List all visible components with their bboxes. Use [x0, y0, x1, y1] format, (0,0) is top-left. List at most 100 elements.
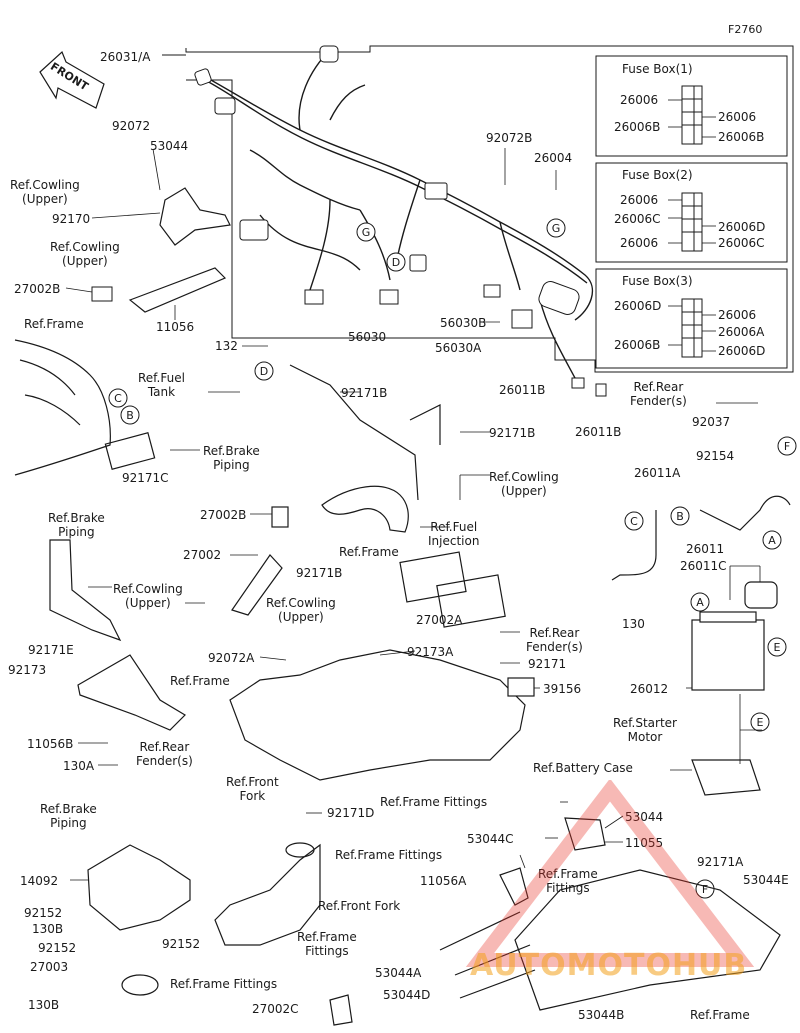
- label-53044e[interactable]: 53044E: [743, 873, 789, 887]
- label-56030[interactable]: 56030: [348, 330, 387, 344]
- label-26011c[interactable]: 26011C: [680, 559, 727, 573]
- label-26011a[interactable]: 26011A: [634, 466, 681, 480]
- label-92171b-2[interactable]: 92171B: [489, 426, 536, 440]
- label-92173[interactable]: 92173: [8, 663, 47, 677]
- label-11056a[interactable]: 11056A: [420, 874, 467, 888]
- fuse-box-1-right-1[interactable]: 26006: [718, 110, 757, 124]
- label-11056[interactable]: 11056: [156, 320, 195, 334]
- label-26011b-2[interactable]: 26011B: [575, 425, 622, 439]
- fuse-box-1-left-1[interactable]: 26006: [620, 93, 659, 107]
- fuse-box-2-title: Fuse Box(2): [622, 168, 693, 182]
- label-92171a[interactable]: 92171A: [697, 855, 744, 869]
- label-26004[interactable]: 26004: [534, 151, 573, 165]
- fuse-box-1-right-2[interactable]: 26006B: [718, 130, 765, 144]
- label-92037[interactable]: 92037: [692, 415, 731, 429]
- label-53044a[interactable]: 53044A: [375, 966, 422, 980]
- label-ref-frame-4[interactable]: Ref.Frame: [690, 1008, 750, 1022]
- label-92170[interactable]: 92170: [52, 212, 91, 226]
- label-ref-frame-3[interactable]: Ref.Frame: [170, 674, 230, 688]
- label-56030a[interactable]: 56030A: [435, 341, 482, 355]
- fuse-box-3-left-1[interactable]: 26006D: [614, 299, 662, 313]
- watermark-logo-icon: [465, 780, 755, 967]
- label-26011[interactable]: 26011: [686, 542, 725, 556]
- label-92171d[interactable]: 92171D: [327, 806, 375, 820]
- label-26012[interactable]: 26012: [630, 682, 669, 696]
- label-ref-brake-piping-2[interactable]: Ref.Brake Piping: [48, 511, 105, 539]
- label-ref-fuel-injection[interactable]: Ref.Fuel Injection: [428, 520, 480, 548]
- label-53044c[interactable]: 53044C: [467, 832, 514, 846]
- label-ref-cowling-upper-5[interactable]: Ref.Cowling (Upper): [266, 596, 336, 624]
- label-53044b[interactable]: 53044B: [578, 1008, 625, 1022]
- label-ref-rear-fenders-2[interactable]: Ref.Rear Fender(s): [136, 740, 193, 768]
- label-92152-3[interactable]: 92152: [162, 937, 201, 951]
- label-53044d[interactable]: 53044D: [383, 988, 431, 1002]
- label-27002[interactable]: 27002: [183, 548, 222, 562]
- label-ref-starter-motor[interactable]: Ref.Starter Motor: [613, 716, 677, 744]
- label-ref-frame-fittings-3[interactable]: Ref.Frame Fittings: [538, 867, 598, 895]
- fuse-box-3-left-2[interactable]: 26006B: [614, 338, 661, 352]
- label-ref-frame-fittings-2[interactable]: Ref.Frame Fittings: [335, 848, 443, 862]
- label-ref-battery-case[interactable]: Ref.Battery Case: [533, 761, 633, 775]
- callout-f-1: F: [784, 440, 790, 453]
- label-130b-1[interactable]: 130B: [32, 922, 64, 936]
- label-ref-brake-piping-1[interactable]: Ref.Brake Piping: [203, 444, 260, 472]
- label-ref-fuel-tank[interactable]: Ref.Fuel Tank: [138, 371, 185, 399]
- fuse-box-1-left-2[interactable]: 26006B: [614, 120, 661, 134]
- label-92171[interactable]: 92171: [528, 657, 567, 671]
- label-53044-2[interactable]: 53044: [625, 810, 664, 824]
- label-ref-frame-fittings-1[interactable]: Ref.Frame Fittings: [380, 795, 488, 809]
- label-ref-rear-fenders-3[interactable]: Ref.Rear Fender(s): [630, 380, 687, 408]
- label-92171b-1[interactable]: 92171B: [341, 386, 388, 400]
- label-92072b[interactable]: 92072B: [486, 131, 533, 145]
- label-92171b-3[interactable]: 92171B: [296, 566, 343, 580]
- label-14092[interactable]: 14092: [20, 874, 59, 888]
- horn: [121, 974, 159, 996]
- label-92171e[interactable]: 92171E: [28, 643, 74, 657]
- fuse-box-3-right-3[interactable]: 26006D: [718, 344, 766, 358]
- label-130a[interactable]: 130A: [63, 759, 95, 773]
- fuse-box-3-right-2[interactable]: 26006A: [718, 325, 765, 339]
- label-92072[interactable]: 92072: [112, 119, 151, 133]
- label-92152-1[interactable]: 92152: [24, 906, 63, 920]
- label-39156[interactable]: 39156: [543, 682, 582, 696]
- label-11056b[interactable]: 11056B: [27, 737, 74, 751]
- label-ref-brake-piping-3[interactable]: Ref.Brake Piping: [40, 802, 97, 830]
- label-11055[interactable]: 11055: [625, 836, 664, 850]
- label-ref-front-fork-1[interactable]: Ref.Front Fork: [226, 775, 279, 803]
- label-92154[interactable]: 92154: [696, 449, 735, 463]
- label-ref-frame-fittings-4[interactable]: Ref.Frame Fittings: [297, 930, 357, 958]
- label-ref-frame-1[interactable]: Ref.Frame: [24, 317, 84, 331]
- label-92152-2[interactable]: 92152: [38, 941, 77, 955]
- label-130[interactable]: 130: [622, 617, 645, 631]
- label-ref-frame-fittings-5[interactable]: Ref.Frame Fittings: [170, 977, 278, 991]
- label-92171c[interactable]: 92171C: [122, 471, 169, 485]
- fuse-box-3-right-1[interactable]: 26006: [718, 308, 757, 322]
- label-ref-frame-2[interactable]: Ref.Frame: [339, 545, 399, 559]
- label-56030b[interactable]: 56030B: [440, 316, 487, 330]
- label-ref-cowling-upper-1[interactable]: Ref.Cowling (Upper): [10, 178, 80, 206]
- label-53044[interactable]: 53044: [150, 139, 189, 153]
- label-ref-cowling-upper-3[interactable]: Ref.Cowling (Upper): [489, 470, 559, 498]
- label-ref-cowling-upper-2[interactable]: Ref.Cowling (Upper): [50, 240, 120, 268]
- label-132[interactable]: 132: [215, 339, 238, 353]
- fuse-box-2-right-2[interactable]: 26006C: [718, 236, 765, 250]
- label-27003[interactable]: 27003: [30, 960, 69, 974]
- callout-c-2: C: [630, 515, 638, 528]
- label-26011b-1[interactable]: 26011B: [499, 383, 546, 397]
- label-27002b-1[interactable]: 27002B: [14, 282, 61, 296]
- label-ref-rear-fenders-1[interactable]: Ref.Rear Fender(s): [526, 626, 583, 654]
- fuse-box-2-right-1[interactable]: 26006D: [718, 220, 766, 234]
- label-92072a[interactable]: 92072A: [208, 651, 255, 665]
- label-27002c[interactable]: 27002C: [252, 1002, 299, 1016]
- fuse-box-2-left-1[interactable]: 26006: [620, 193, 659, 207]
- label-ref-front-fork-2[interactable]: Ref.Front Fork: [318, 899, 401, 913]
- label-27002a[interactable]: 27002A: [416, 613, 463, 627]
- callout-a-1: A: [768, 534, 776, 547]
- label-26031a[interactable]: 26031/A: [100, 50, 151, 64]
- label-130b-2[interactable]: 130B: [28, 998, 60, 1012]
- fuse-box-2-left-2[interactable]: 26006C: [614, 212, 661, 226]
- label-ref-cowling-upper-4[interactable]: Ref.Cowling (Upper): [113, 582, 183, 610]
- fuse-box-2-left-3[interactable]: 26006: [620, 236, 659, 250]
- label-92173a[interactable]: 92173A: [407, 645, 454, 659]
- label-27002b-2[interactable]: 27002B: [200, 508, 247, 522]
